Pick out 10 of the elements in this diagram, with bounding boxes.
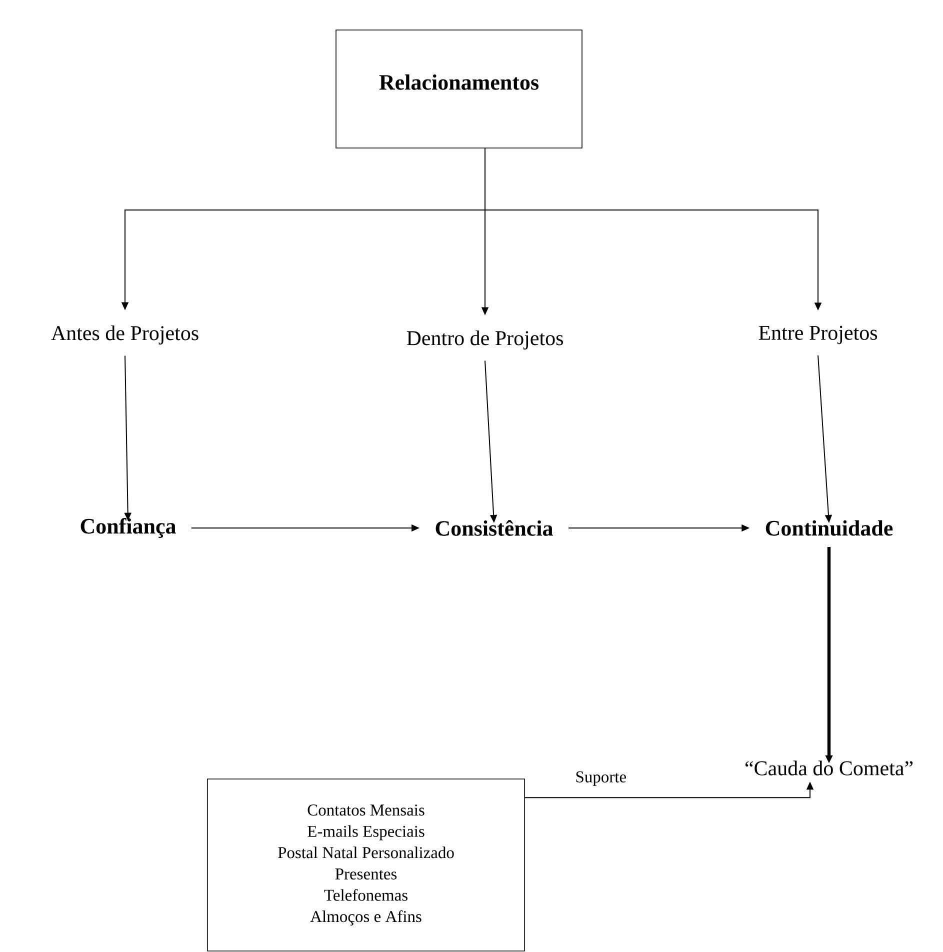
concept-label: Confiança: [80, 518, 176, 538]
phase-label: “Cauda do Cometa”: [745, 760, 913, 776]
phase-label: Antes de Projetos: [51, 325, 198, 344]
activity-list-box: Contatos Mensais E-mails Especiais Postal Natal Personalizado Presentes Telefonemas Almoços e Afins: [207, 778, 525, 952]
edge-label: Suporte: [573, 769, 629, 788]
phase-label: Entre Projetos: [758, 326, 878, 344]
concept-label: Consistência: [436, 520, 553, 536]
concept-box: Relacionamentos: [336, 30, 582, 148]
phase-label: Dentro de Projetos: [406, 330, 563, 350]
concept-label: Continuidade: [766, 520, 893, 536]
